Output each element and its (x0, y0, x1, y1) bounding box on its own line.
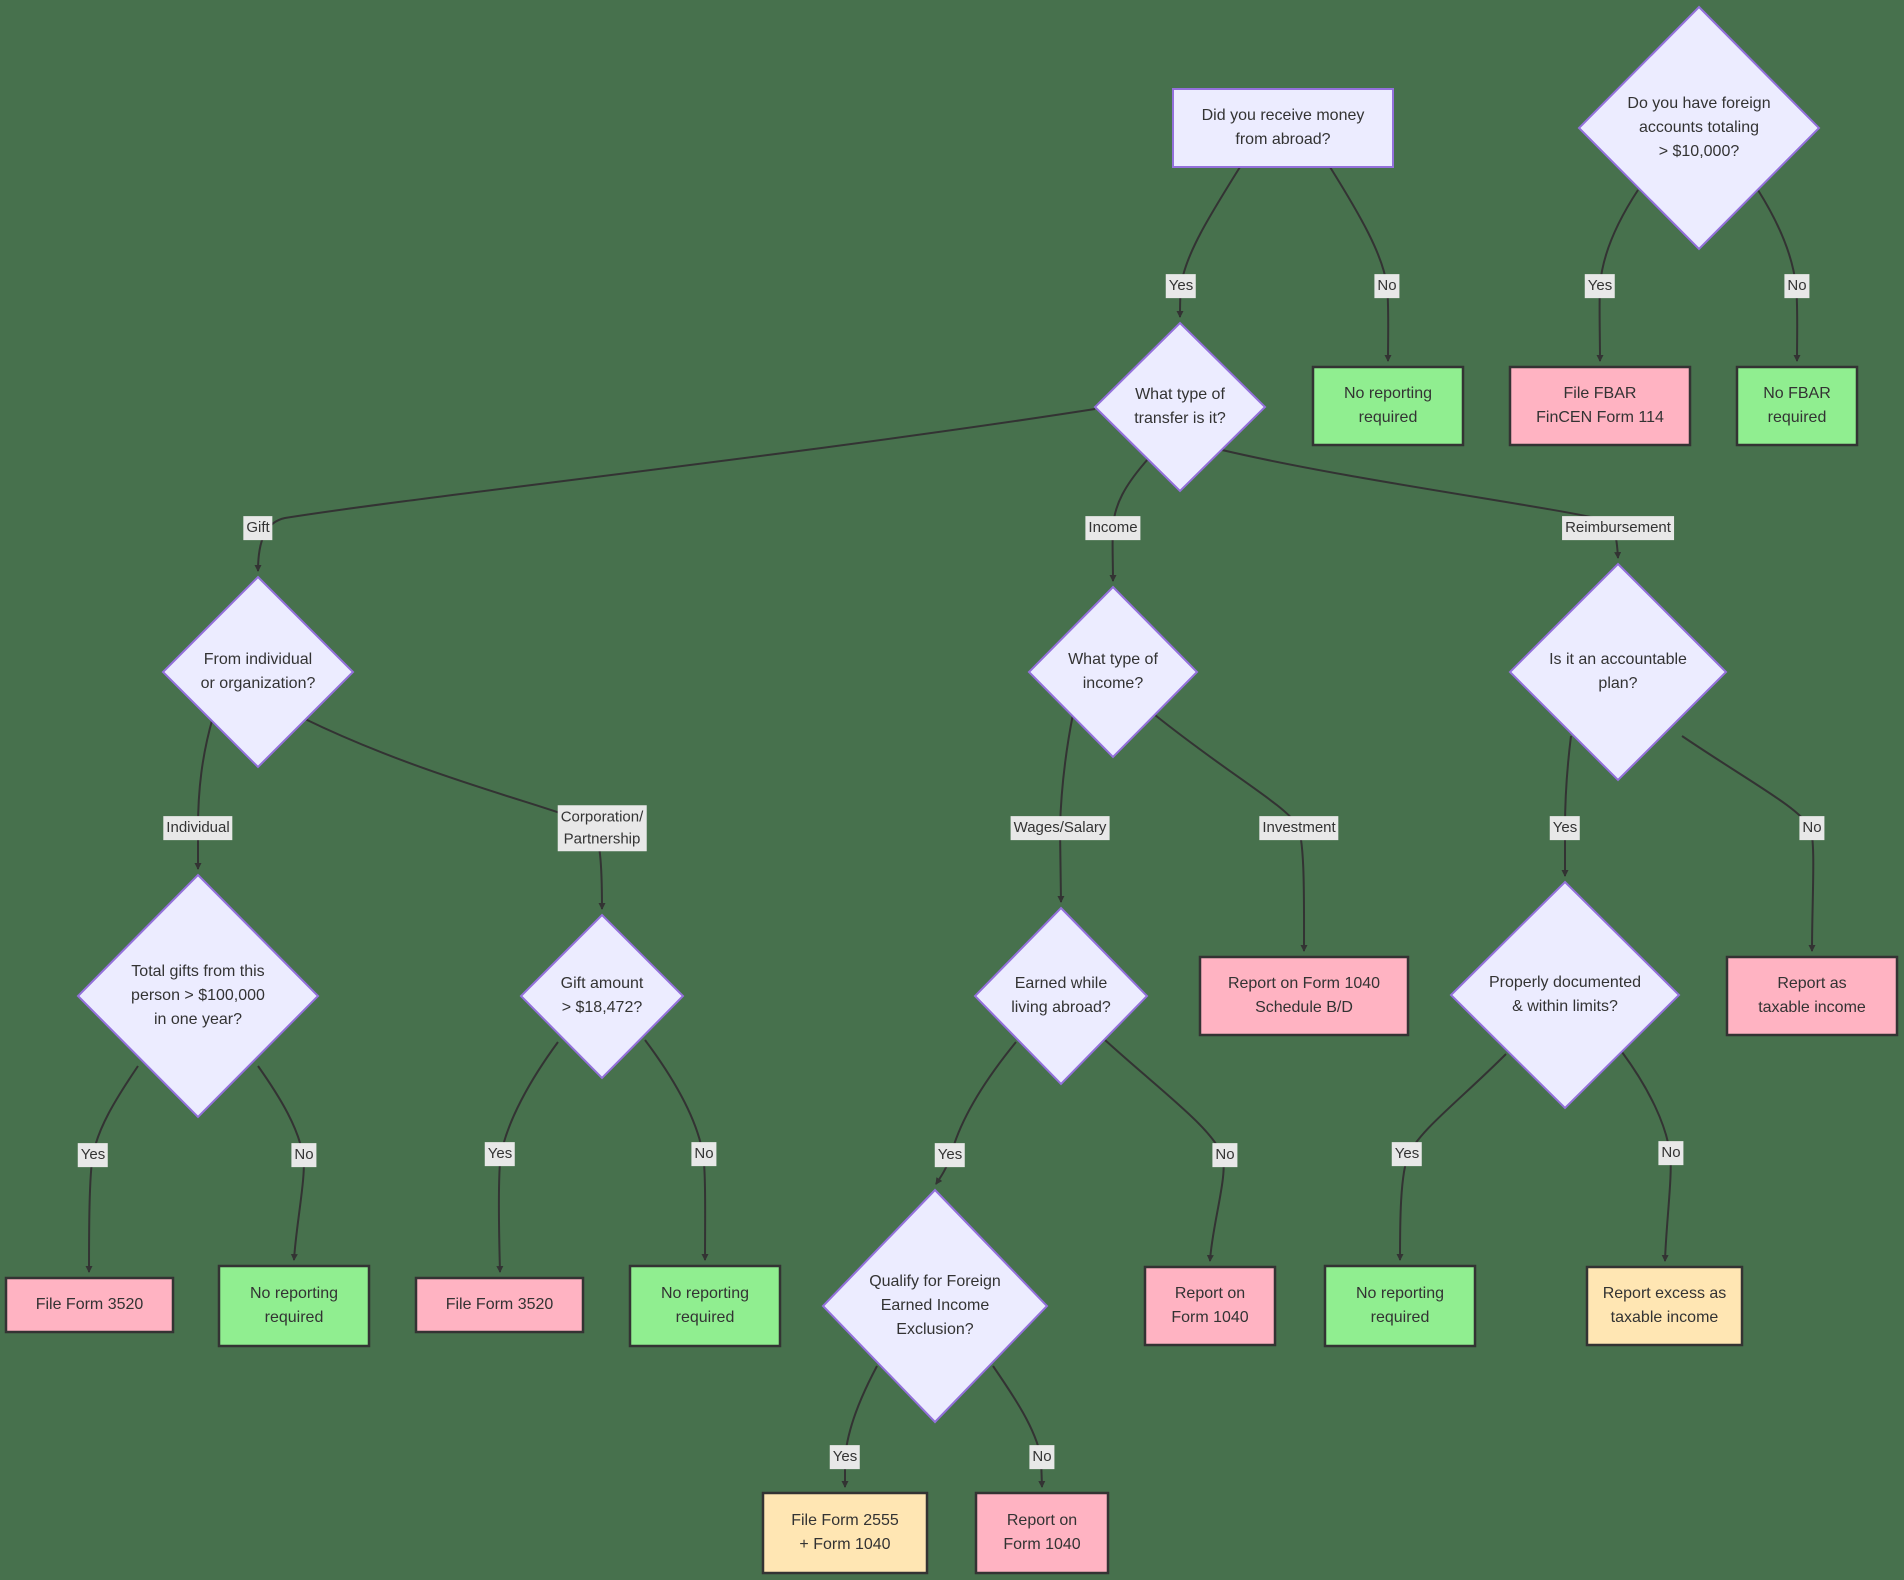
decision-gift-source-shape (161, 575, 355, 769)
decision-earned-abroad-shape (973, 906, 1149, 1086)
edge-transfer-gift (254, 408, 1096, 572)
result-no-reporting-2-shape (217, 1264, 371, 1348)
edge-feie-yes (841, 1365, 878, 1488)
result-excess-taxable-shape (1585, 1265, 1744, 1347)
edge-income-wages (1057, 713, 1074, 903)
result-no-reporting-4-shape (1323, 1264, 1477, 1348)
edge-fbar-yes (1596, 189, 1639, 362)
edge-income-investment (1154, 714, 1308, 952)
result-no-fbar-shape (1735, 365, 1859, 447)
decision-income-type-shape (1027, 585, 1199, 759)
decision-accountable-plan-shape (1508, 562, 1728, 782)
edge-plan-yes (1561, 735, 1572, 877)
edge-amount-yes (496, 1041, 559, 1273)
edge-fbar-no (1757, 189, 1801, 362)
edge-documented-yes (1396, 1053, 1507, 1261)
result-taxable-income-shape (1725, 955, 1899, 1037)
edge-total-no (257, 1065, 305, 1261)
result-file-3520-b-shape (414, 1276, 585, 1334)
node-shapes-group (4, 5, 1899, 1575)
decision-gift-amount-shape (519, 913, 685, 1080)
result-file-2555-shape (761, 1491, 929, 1575)
decision-foreign-accounts-shape (1577, 5, 1821, 251)
edge-amount-no (644, 1039, 709, 1261)
edge-gift-corporation (304, 718, 606, 910)
decision-total-gifts-shape (76, 873, 320, 1119)
edge-receive-yes (1176, 166, 1241, 318)
decision-properly-documented-shape (1449, 880, 1681, 1110)
edge-transfer-income (1109, 458, 1149, 582)
result-form-1040-schedule-shape (1198, 955, 1410, 1037)
decision-receive-money-shape (1172, 88, 1394, 168)
edge-documented-no (1621, 1051, 1672, 1262)
result-no-reporting-3-shape (628, 1264, 782, 1348)
edge-earned-no (1104, 1039, 1225, 1262)
edge-plan-no (1681, 735, 1816, 952)
edge-feie-no (992, 1365, 1046, 1488)
result-file-3520-a-shape (4, 1276, 175, 1334)
edge-transfer-reimbursement (1221, 449, 1622, 559)
decision-feie-shape (821, 1188, 1049, 1424)
result-form-1040-b-shape (974, 1491, 1110, 1575)
edge-total-yes (85, 1065, 139, 1273)
edge-receive-no (1329, 166, 1392, 362)
decision-transfer-type-shape (1093, 321, 1267, 493)
result-form-1040-a-shape (1143, 1265, 1277, 1347)
result-no-reporting-1-shape (1311, 365, 1465, 447)
edge-gift-individual (194, 716, 214, 870)
result-file-fbar-shape (1508, 365, 1692, 447)
edge-earned-yes (935, 1041, 1017, 1185)
